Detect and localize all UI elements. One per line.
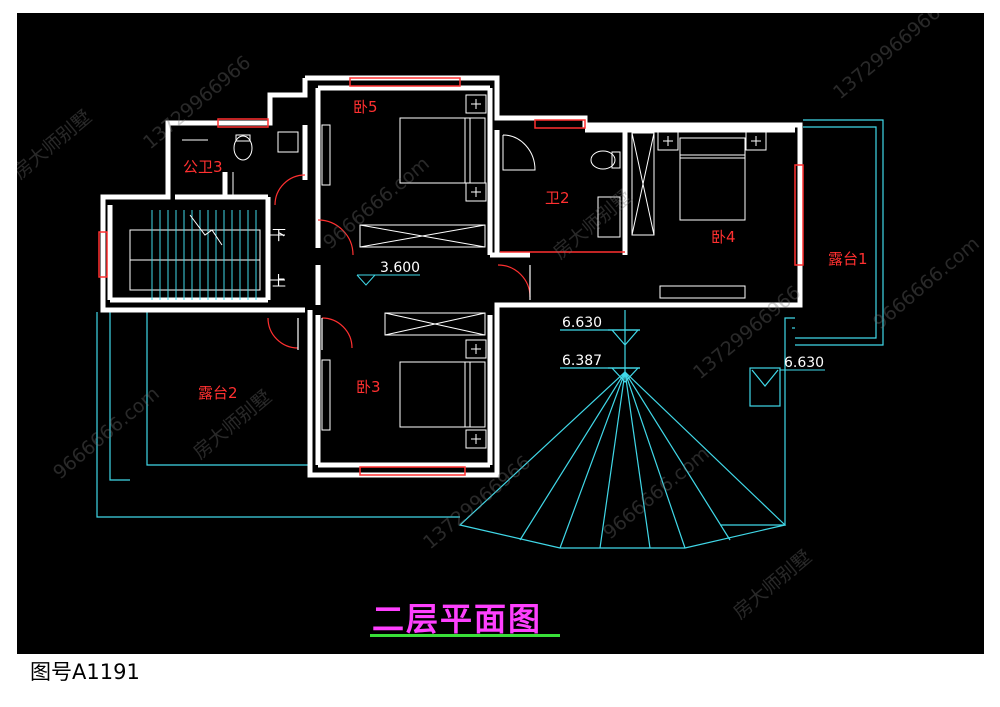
elevation-labels: 3.600 6.630 6.387 6.630 [380, 260, 824, 371]
stair-up-label: 上 [272, 274, 286, 290]
windows [98, 77, 804, 476]
bathroom-fixtures [182, 131, 621, 238]
elevation-markers [356, 274, 825, 371]
room-label-bedroom5: 卧5 [353, 98, 378, 116]
bed-bedroom3 [399, 339, 487, 449]
watermark-phone: 13729966966 [829, 13, 945, 104]
elevation-roof-edge: 6.387 [562, 353, 602, 369]
title-underline [370, 634, 560, 637]
stair-down-label: 下 [272, 228, 286, 244]
room-label-bath2: 卫2 [545, 189, 570, 207]
room-label-public-bath3: 公卫3 [183, 158, 223, 176]
room-label-terrace2: 露台2 [198, 384, 238, 402]
watermark-site: 9666666.com [319, 153, 434, 254]
elevation-vent: 6.630 [784, 355, 824, 371]
room-label-terrace1: 露台1 [828, 250, 868, 268]
doors [267, 174, 531, 349]
watermark-site: 9666666.com [869, 233, 984, 334]
drawing-number: 图号A1191 [30, 660, 140, 684]
watermark-site: 9666666.com [599, 443, 714, 544]
floor-plan: 房大师别墅 房大师别墅 房大师别墅 房大师别墅 13729966966 1372… [17, 13, 984, 624]
terrace-outlines [96, 119, 884, 526]
elevation-floor: 3.600 [380, 260, 420, 276]
elevation-roof-top: 6.630 [562, 315, 602, 331]
bed-bedroom5 [399, 94, 487, 202]
door-lines [297, 265, 531, 350]
drawing-title: 二层平面图 [372, 600, 543, 638]
watermarks: 房大师别墅 房大师别墅 房大师别墅 房大师别墅 13729966966 1372… [17, 13, 984, 624]
bed-bedroom4 [631, 131, 767, 299]
wardrobes [321, 124, 486, 431]
drawing-canvas: 房大师别墅 房大师别墅 房大师别墅 房大师别墅 13729966966 1372… [17, 13, 984, 654]
watermark-brand: 房大师别墅 [729, 546, 816, 624]
room-label-bedroom3: 卧3 [356, 378, 381, 396]
roof-pyramid [458, 310, 787, 549]
staircase [129, 210, 285, 300]
room-labels: 卧5 公卫3 卫2 卧4 露台1 露台2 卧3 下 上 [183, 98, 868, 402]
room-label-bedroom4: 卧4 [711, 228, 736, 246]
watermark-brand: 房大师别墅 [17, 106, 96, 184]
